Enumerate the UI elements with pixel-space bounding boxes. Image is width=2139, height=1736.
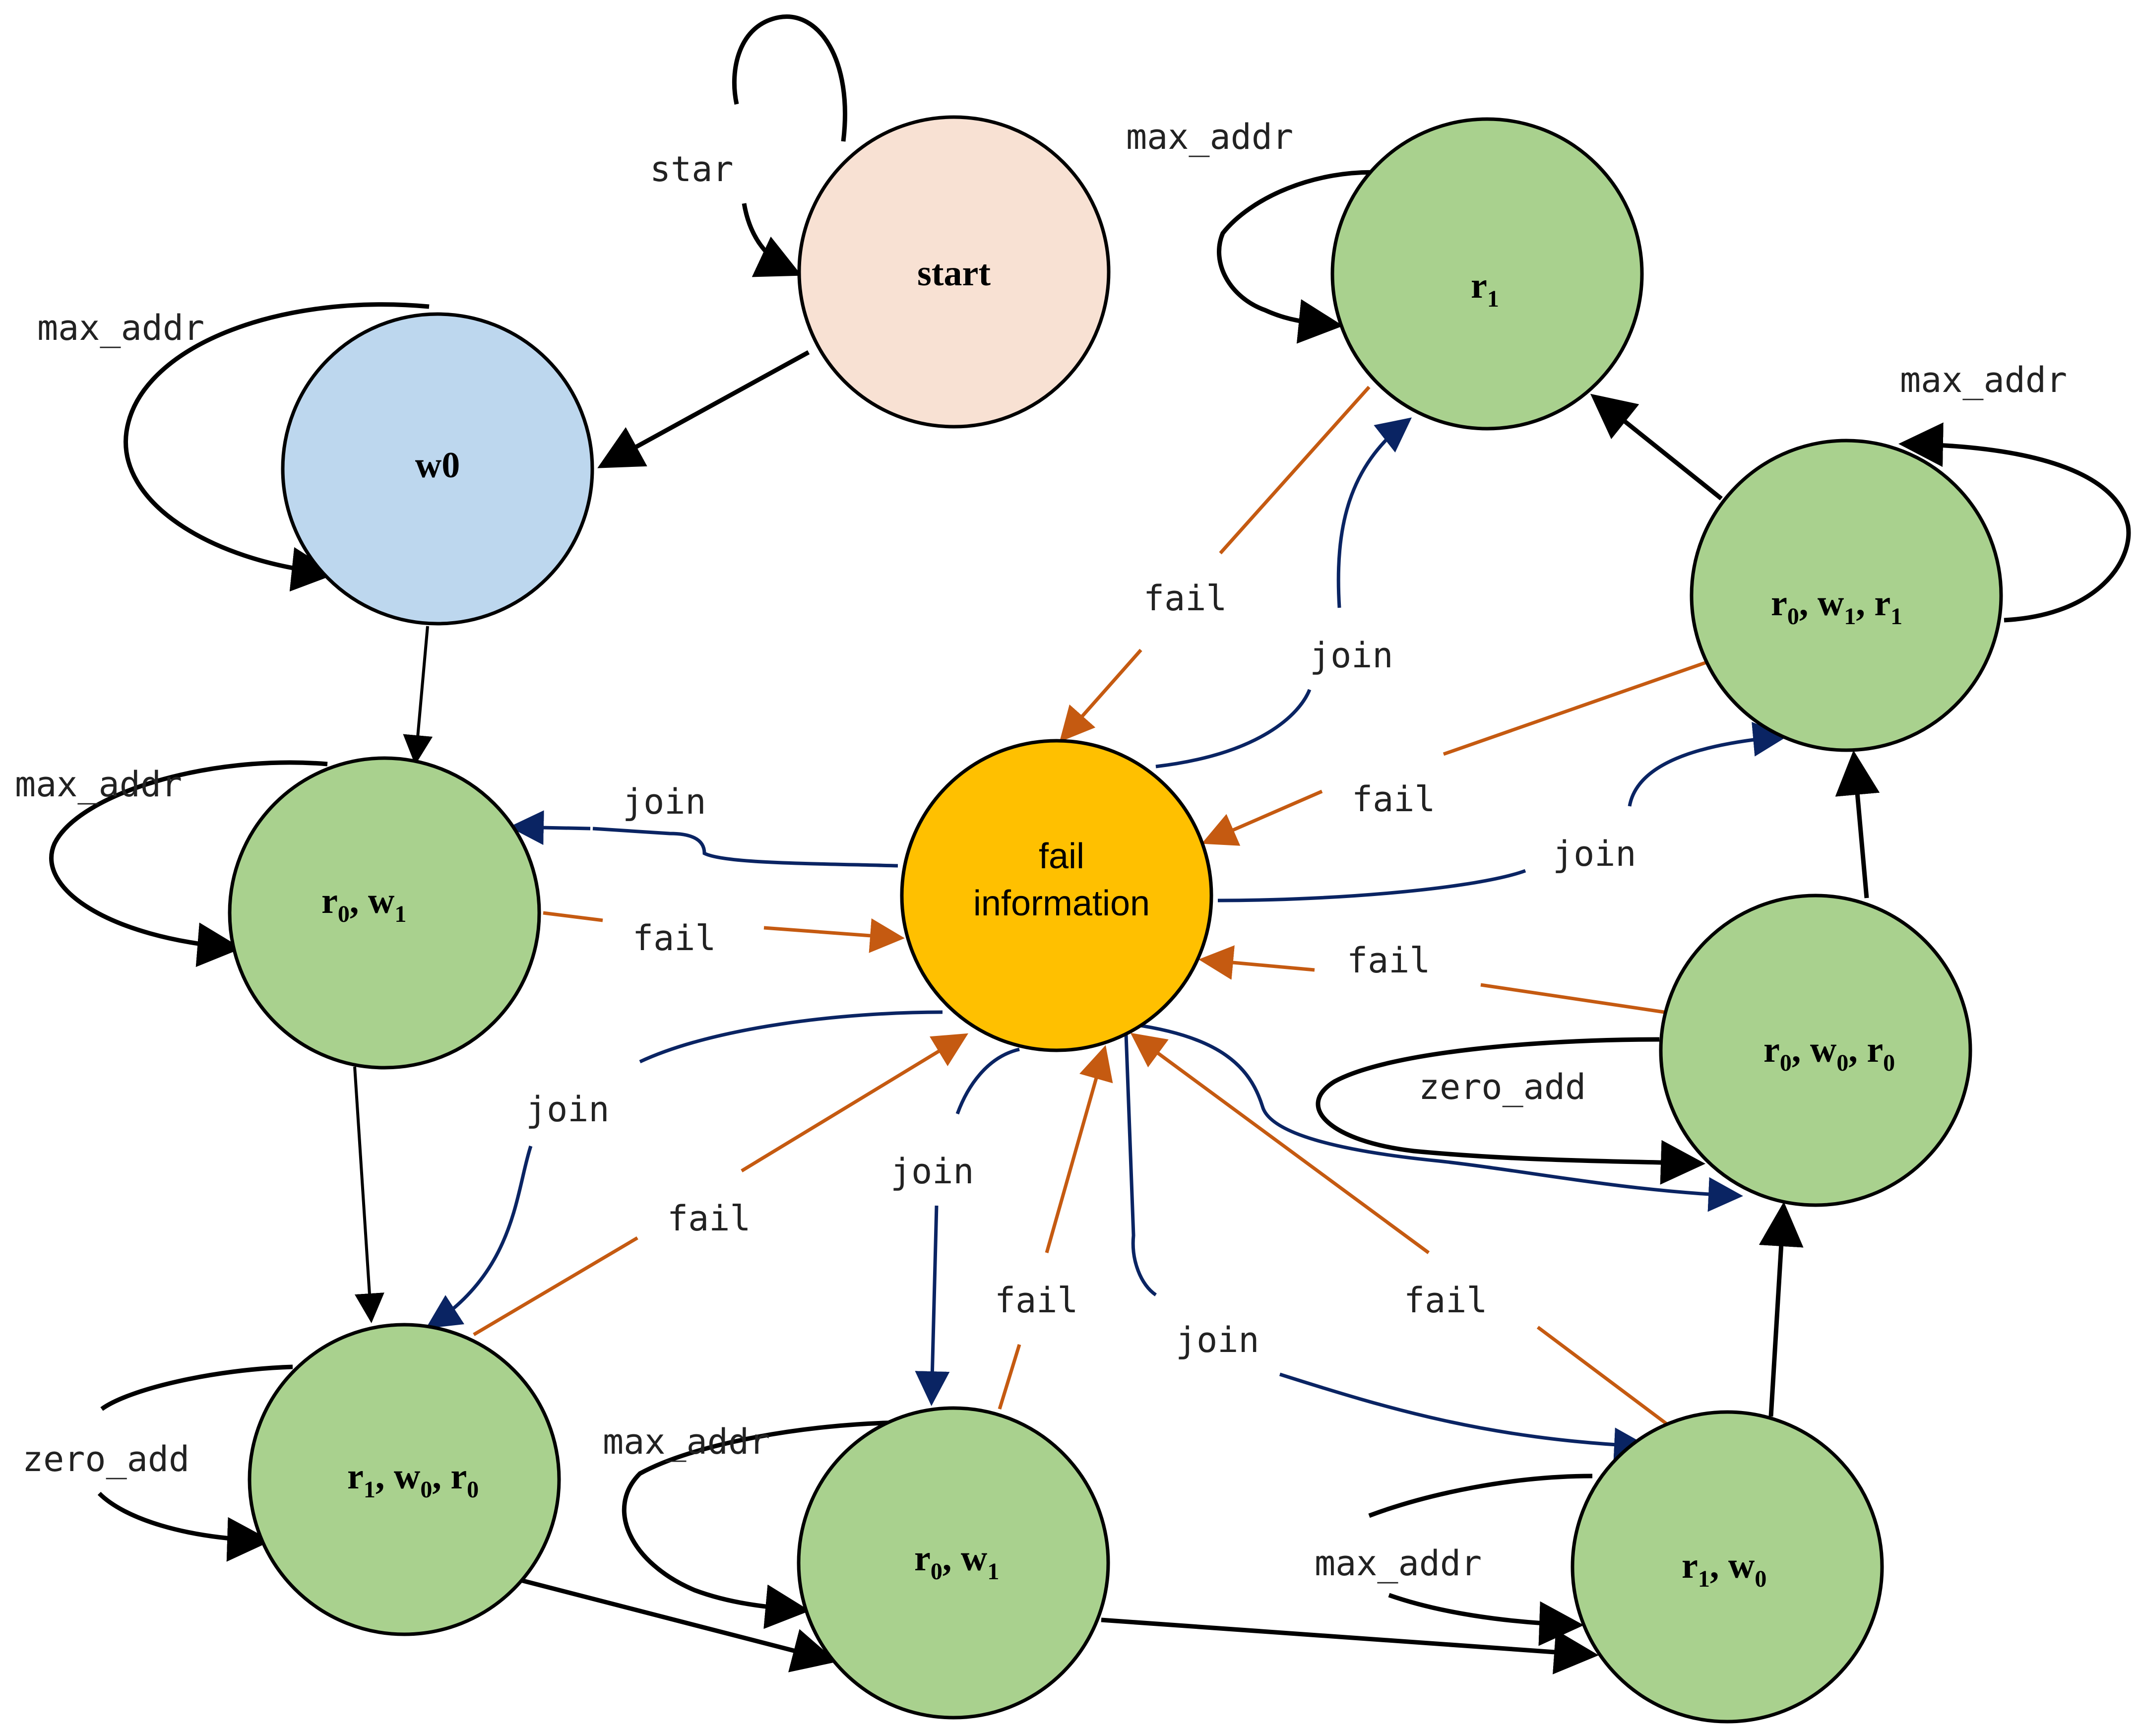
edge-r1-self-loop bbox=[1217, 170, 1384, 344]
edge-r0w1-to-r1w0r0 bbox=[353, 1066, 384, 1323]
edge-w0-self-loop bbox=[124, 302, 430, 592]
edge-labels: star max_addr max_addr max_addr max_addr… bbox=[15, 117, 2067, 1584]
label-fail-r0w1-bottom: fail bbox=[995, 1280, 1078, 1321]
node-r0w1-left bbox=[228, 756, 541, 1070]
join-edge-to-r0w1-bottom bbox=[932, 1047, 1020, 1399]
control-edges bbox=[49, 14, 2131, 1674]
edge-r1w0-to-r0w0r0 bbox=[1759, 1202, 1804, 1417]
node-r1w0 bbox=[1571, 1410, 1884, 1724]
edge-w0-to-r0w1 bbox=[403, 626, 433, 765]
join-edges bbox=[432, 422, 1781, 1446]
label-join-r0w1-bottom: join bbox=[890, 1151, 974, 1192]
node-r1-top bbox=[1330, 117, 1644, 431]
edge-r1w0-self-loop-bottom bbox=[1388, 1593, 1584, 1646]
label-fail-r1w0: fail bbox=[1404, 1280, 1488, 1321]
edge-r0w1b-self-loop bbox=[622, 1420, 903, 1629]
label-max-addr-r0w1-left: max_addr bbox=[15, 764, 182, 805]
node-label-start: start bbox=[917, 253, 991, 294]
fail-edge-from-r1w0r0 bbox=[473, 1037, 962, 1337]
node-label-fail-line1: fail bbox=[1039, 836, 1084, 876]
edge-start-self-loop-return bbox=[742, 203, 802, 277]
join-edge-to-r0w0r0 bbox=[1133, 1023, 1743, 1212]
label-fail-r0w1-left: fail bbox=[632, 918, 716, 959]
node-label-r0w1-bottom: r0, w1 bbox=[914, 1538, 999, 1585]
label-max-addr-r0w1-bottom: max_addr bbox=[603, 1421, 770, 1462]
edge-r0w1b-to-r1w0 bbox=[1101, 1617, 1599, 1674]
label-fail-r1: fail bbox=[1143, 578, 1227, 619]
node-w0 bbox=[281, 312, 594, 626]
edge-r0w1r1-to-r1 bbox=[1590, 393, 1723, 501]
node-label-r0w1-left: r0, w1 bbox=[321, 881, 406, 927]
edge-start-to-w0 bbox=[597, 350, 810, 468]
node-label-r1w0: r1, w0 bbox=[1682, 1545, 1766, 1592]
label-zero-add-r0w0r0: zero_add bbox=[1419, 1067, 1586, 1107]
nodes bbox=[228, 115, 2003, 1724]
node-label-fail-line2: information bbox=[973, 884, 1150, 923]
fail-edge-from-r0w1-bottom bbox=[998, 1052, 1104, 1410]
label-fail-r0w1r1: fail bbox=[1352, 779, 1436, 820]
label-join-r1w0r0: join bbox=[526, 1089, 610, 1130]
node-r0w1-bottom bbox=[797, 1406, 1110, 1720]
join-edge-to-r0w1r1 bbox=[1217, 737, 1781, 902]
edge-r1w0r0-self-loop-bottom bbox=[97, 1491, 272, 1562]
edge-r1w0r0-to-r0w1 bbox=[520, 1578, 837, 1672]
label-join-r1w0: join bbox=[1176, 1320, 1259, 1360]
join-edge-to-r1 bbox=[1155, 422, 1406, 769]
label-join-r1: join bbox=[1310, 635, 1393, 676]
label-zero-add-r1w0r0: zero_add bbox=[22, 1439, 189, 1479]
fail-edge-from-r0w0r0 bbox=[1205, 960, 1665, 1014]
join-edge-to-r0w1-left bbox=[516, 827, 898, 868]
node-start bbox=[797, 115, 1111, 429]
join-edge-to-r1w0r0 bbox=[432, 1010, 943, 1325]
node-fail-information bbox=[900, 739, 1213, 1052]
node-r0w0r0 bbox=[1659, 894, 1972, 1207]
node-label-r1-top: r1 bbox=[1471, 265, 1499, 312]
edge-r0w0r0-to-r0w1r1 bbox=[1835, 750, 1880, 899]
edge-r0w1-self-loop bbox=[49, 760, 328, 967]
fail-edges bbox=[473, 386, 1707, 1425]
node-label-w0: w0 bbox=[415, 445, 460, 486]
fail-edge-from-r0w1r1 bbox=[1208, 660, 1707, 841]
edge-start-self-loop bbox=[732, 14, 847, 142]
label-max-addr-r1: max_addr bbox=[1126, 117, 1293, 157]
node-label-r0w0r0: r0, w0, r0 bbox=[1763, 1029, 1895, 1076]
label-fail-r1w0r0: fail bbox=[667, 1198, 751, 1239]
join-edge-to-r1w0 bbox=[1124, 1034, 1642, 1446]
label-max-addr-w0: max_addr bbox=[37, 308, 204, 348]
edge-r1w0r0-self-loop-top bbox=[100, 1364, 293, 1411]
label-max-addr-r1w0: max_addr bbox=[1315, 1543, 1482, 1584]
fail-edge-from-r1 bbox=[1064, 386, 1371, 737]
fail-edge-from-r1w0 bbox=[1136, 1037, 1668, 1425]
edge-r1w0-self-loop-top bbox=[1368, 1474, 1593, 1518]
label-star: star bbox=[650, 149, 734, 190]
label-fail-r0w0r0: fail bbox=[1347, 940, 1431, 981]
edge-r0w1r1-self-loop bbox=[1898, 422, 2131, 623]
node-r0w1r1 bbox=[1690, 439, 2003, 752]
label-join-r0w1-left: join bbox=[623, 781, 706, 822]
label-max-addr-r0w1r1: max_addr bbox=[1900, 360, 2067, 400]
node-label-r1w0r0: r1, w0, r0 bbox=[347, 1456, 479, 1503]
node-labels: start w0 r1 r0, w1, r1 r0, w1 fail infor… bbox=[321, 253, 1902, 1592]
fail-edge-from-r0w1-left bbox=[543, 913, 898, 938]
node-r1w0r0 bbox=[248, 1323, 561, 1636]
node-label-r0w1r1: r0, w1, r1 bbox=[1771, 583, 1902, 630]
label-join-r0w1r1: join bbox=[1553, 834, 1636, 874]
edge-r0w0r0-self-loop bbox=[1316, 1037, 1705, 1185]
